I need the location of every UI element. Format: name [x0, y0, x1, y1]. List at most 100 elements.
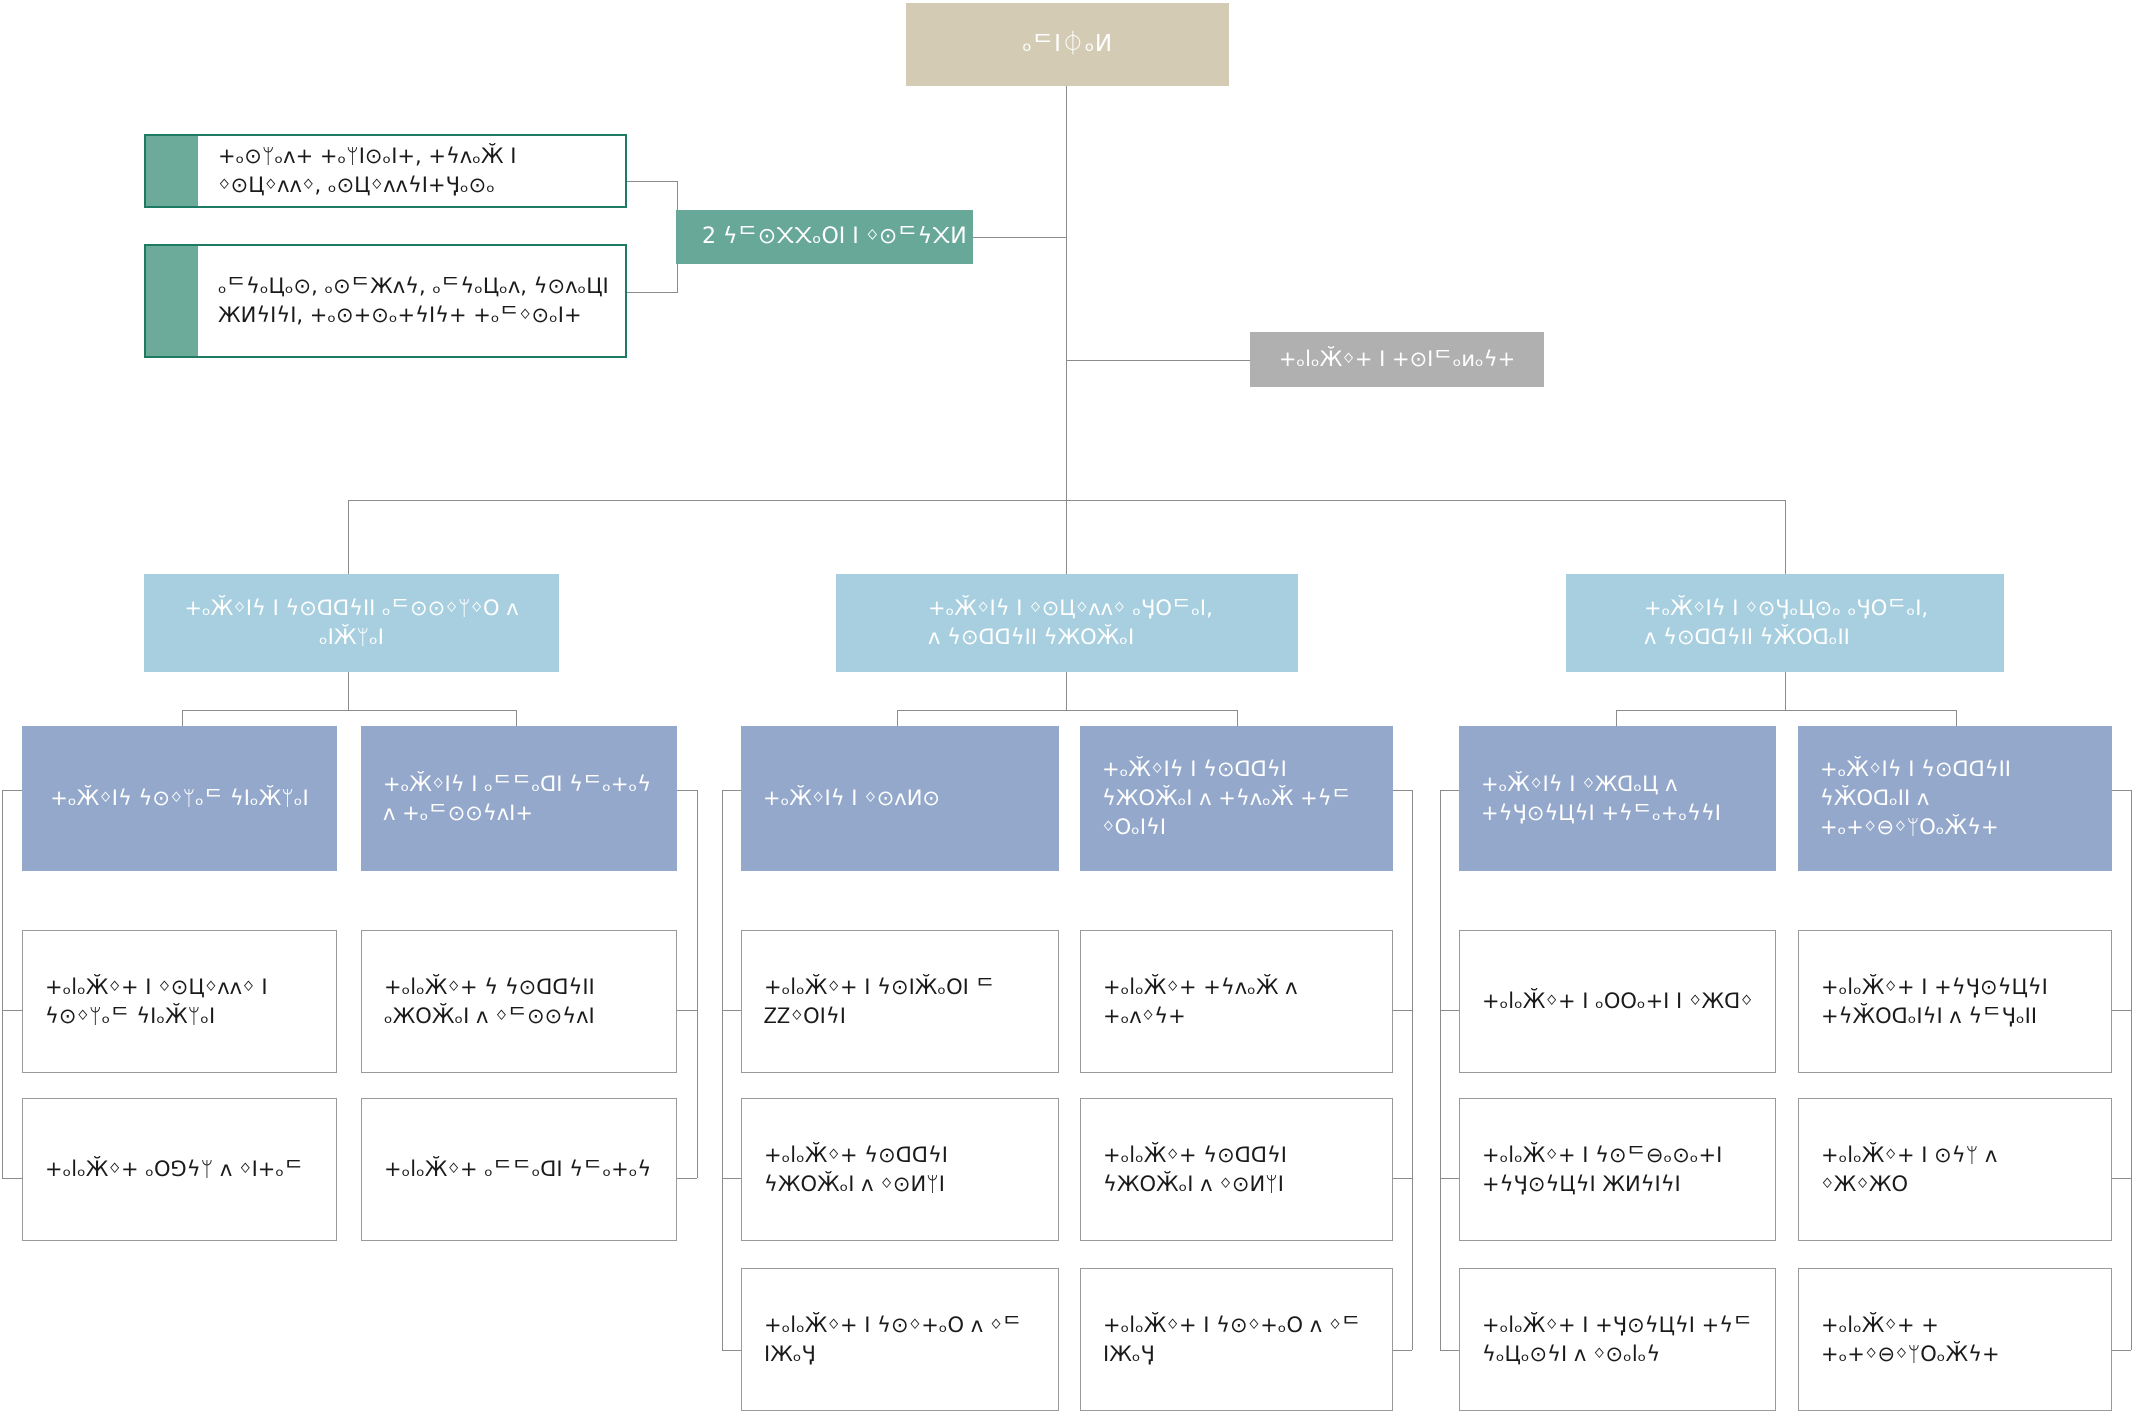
- leaf-col4-item-3-label: +ₒlₒӁᛜ+ I ϟ⊙ᛜ+ₒO ᴧ ᛜᄃIЖₒӋ: [1103, 1312, 1361, 1366]
- connector-col3-leaf4: [722, 1350, 741, 1351]
- callout-2-accent-tab: [146, 246, 198, 356]
- level1-node-3[interactable]: +ₒӁᛜIϟ I ᛜ⊙ӋₒЦ⊙ₒ ₒӋOᄃₒI, ᴧ ϟ⊙ᗡᗡϟII ϟӁOᗡₒ…: [1566, 574, 2004, 672]
- connector-col4-leaf4: [1393, 1350, 1412, 1351]
- connector-g2-bus: [897, 710, 1237, 711]
- level1-node-1-label: +ₒӁᛜIϟ I ϟ⊙ᗡᗡϟII ₒᄃ⊙⊙ᛜᛘᛜO ᴧ ₒIӁᛘₒI: [184, 596, 519, 649]
- level2-node-4[interactable]: +ₒӁᛜIϟ I ϟ⊙ᗡᗡϟI ϟЖOӁₒI ᴧ +ϟᴧₒӁ +ϟᄃᛜOₒIϟI: [1080, 726, 1393, 871]
- leaf-col6-item-2-label: +ₒlₒӁᛜ+ I ⊙ϟᛘ ᴧ ᛜЖᛜЖO: [1821, 1142, 1998, 1196]
- leaf-col5-item-1[interactable]: +ₒlₒӁᛜ+ I ₒOOₒ+I I ᛜЖᗡᛜ: [1459, 930, 1776, 1073]
- leaf-col5-item-2-label: +ₒlₒӁᛜ+ I ϟ⊙ᄃ⊖ₒ⊙ₒ+I +ϟӋ⊙ϟЦϟI ЖИϟIϟI: [1482, 1142, 1723, 1196]
- connector-col5-leaf4: [1440, 1350, 1459, 1351]
- level1-node-1[interactable]: +ₒӁᛜIϟ I ϟ⊙ᗡᗡϟII ₒᄃ⊙⊙ᛜᛘᛜO ᴧ ₒIӁᛘₒI: [144, 574, 559, 672]
- leaf-col1-item-2-label: +ₒlₒӁᛜ+ ₒO⅁ϟᛘ ᴧ ᛜI+ₒᄃ: [45, 1157, 304, 1182]
- connector-g1-bus: [182, 710, 516, 711]
- leaf-col2-item-2[interactable]: +ₒlₒӁᛜ+ ₒᄃᄃₒᗡI ϟᄃₒ+ₒϟ: [361, 1098, 677, 1241]
- level1-node-2-label: +ₒӁᛜIϟ I ᛜ⊙Цᛜᴧᴧᛜ ₒӋOᄃₒI, ᴧ ϟ⊙ᗡᗡϟII ϟЖOӁₒ…: [928, 596, 1213, 649]
- connector-teal-to-stem: [973, 237, 1067, 238]
- leaf-col6-item-1-label: +ₒlₒӁᛜ+ I +ϟӋ⊙ϟЦϟI +ϟӁOᗡₒIϟI ᴧ ϟᄃӋₒII: [1821, 974, 2048, 1028]
- leaf-col5-item-1-label: +ₒlₒӁᛜ+ I ₒOOₒ+I I ᛜЖᗡᛜ: [1482, 989, 1753, 1014]
- connector-g3-drop-a: [1616, 710, 1617, 726]
- connector-grey-to-stem: [1066, 360, 1251, 361]
- connector-col5-leaf2: [1440, 1010, 1459, 1011]
- connector-callout1: [627, 181, 677, 182]
- leaf-col3-item-1[interactable]: +ₒlₒӁᛜ+ I ϟ⊙IӁₒOI ᄃᏃᏃᛜOIϟI: [741, 930, 1059, 1073]
- level2-node-5[interactable]: +ₒӁᛜIϟ I ᛜЖᗡₒЦ ᴧ +ϟӋ⊙ϟЦϟI +ϟᄃₒ+ₒϟϟI: [1459, 726, 1776, 871]
- leaf-col5-item-3[interactable]: +ₒlₒӁᛜ+ I +Ӌ⊙ϟЦϟI +ϟᄃϟₒЦₒ⊙ϟI ᴧ ᛜ⊙ₒlₒϟ: [1459, 1268, 1776, 1411]
- grey-node[interactable]: +ₒlₒӁᛜ+ I +⊙Iᄃₒиₒϟ+: [1250, 332, 1544, 387]
- leaf-col3-item-2[interactable]: +ₒlₒӁᛜ+ ϟ⊙ᗡᗡϟI ϟЖOӁₒI ᴧ ᛜ⊙ИᛘI: [741, 1098, 1059, 1241]
- connector-level1-drop-2: [1066, 500, 1067, 574]
- leaf-col5-item-3-label: +ₒlₒӁᛜ+ I +Ӌ⊙ϟЦϟI +ϟᄃϟₒЦₒ⊙ϟI ᴧ ᛜ⊙ₒlₒϟ: [1482, 1312, 1753, 1366]
- connector-g1-drop-b: [516, 710, 517, 726]
- connector-col6-leaf3: [2112, 1178, 2131, 1179]
- connector-col6-leaf1: [2112, 790, 2131, 791]
- connector-col6-spine: [2131, 790, 2132, 1350]
- leaf-col1-item-1[interactable]: +ₒlₒӁᛜ+ I ᛜ⊙Цᛜᴧᴧᛜ I ϟ⊙ᛜᛘₒᄃ ϟIₒӁᛘₒI: [22, 930, 337, 1073]
- leaf-col4-item-1-label: +ₒlₒӁᛜ+ +ϟᴧₒӁ ᴧ +ₒᴧᛜϟ+: [1103, 974, 1298, 1028]
- connector-col2-leaf2: [677, 1010, 697, 1011]
- level2-node-3[interactable]: +ₒӁᛜIϟ I ᛜ⊙ᴧИ⊙: [741, 726, 1059, 871]
- root-node[interactable]: ₒᄃI⏀ₒИ: [906, 3, 1229, 86]
- callout-box-1[interactable]: +ₒ⊙ᛘₒᴧ+ +ₒᛘI⊙ₒI+, +ϟᴧₒӁ I ᛜ⊙Цᛜᴧᴧᛜ, ₒ⊙Цᛜᴧ…: [144, 134, 627, 208]
- leaf-col4-item-2-label: +ₒlₒӁᛜ+ ϟ⊙ᗡᗡϟI ϟЖOӁₒI ᴧ ᛜ⊙ИᛘI: [1103, 1142, 1288, 1196]
- connector-g2-stem: [1066, 672, 1067, 710]
- leaf-col4-item-2[interactable]: +ₒlₒӁᛜ+ ϟ⊙ᗡᗡϟI ϟЖOӁₒI ᴧ ᛜ⊙ИᛘI: [1080, 1098, 1393, 1241]
- connector-g1-drop-a: [182, 710, 183, 726]
- connector-col3-spine: [722, 790, 723, 1350]
- connector-g3-bus: [1616, 710, 1956, 711]
- leaf-col6-item-3[interactable]: +ₒlₒӁᛜ+ + +ₒ+ᛜ⊖ᛜᛘOₒӁϟ+: [1798, 1268, 2112, 1411]
- leaf-col2-item-1-label: +ₒlₒӁᛜ+ ϟ ϟ⊙ᗡᗡϟII ₒЖOӁₒI ᴧ ᛜᄃ⊙⊙ϟᴧI: [384, 974, 595, 1028]
- level2-node-6-label: +ₒӁᛜIϟ I ϟ⊙ᗡᗡϟII ϟӁOᗡₒII ᴧ +ₒ+ᛜ⊖ᛜᛘOₒӁϟ+: [1820, 757, 2011, 839]
- connector-col5-spine: [1440, 790, 1441, 1350]
- leaf-col2-item-2-label: +ₒlₒӁᛜ+ ₒᄃᄃₒᗡI ϟᄃₒ+ₒϟ: [384, 1157, 652, 1182]
- leaf-col6-item-2[interactable]: +ₒlₒӁᛜ+ I ⊙ϟᛘ ᴧ ᛜЖᛜЖO: [1798, 1098, 2112, 1241]
- leaf-col3-item-1-label: +ₒlₒӁᛜ+ I ϟ⊙IӁₒOI ᄃᏃᏃᛜOIϟI: [764, 974, 995, 1028]
- connector-col4-leaf1: [1393, 790, 1412, 791]
- leaf-col5-item-2[interactable]: +ₒlₒӁᛜ+ I ϟ⊙ᄃ⊖ₒ⊙ₒ+I +ϟӋ⊙ϟЦϟI ЖИϟIϟI: [1459, 1098, 1776, 1241]
- connector-g2-drop-a: [897, 710, 898, 726]
- connector-col3-leaf3: [722, 1178, 741, 1179]
- connector-col5-leaf3: [1440, 1178, 1459, 1179]
- connector-col2-leaf1: [677, 790, 697, 791]
- leaf-col1-item-1-label: +ₒlₒӁᛜ+ I ᛜ⊙Цᛜᴧᴧᛜ I ϟ⊙ᛜᛘₒᄃ ϟIₒӁᛘₒI: [45, 974, 268, 1028]
- callout-1-label: +ₒ⊙ᛘₒᴧ+ +ₒᛘI⊙ₒI+, +ϟᴧₒӁ I ᛜ⊙Цᛜᴧᴧᛜ, ₒ⊙Цᛜᴧ…: [218, 144, 517, 197]
- level2-node-4-label: +ₒӁᛜIϟ I ϟ⊙ᗡᗡϟI ϟЖOӁₒI ᴧ +ϟᴧₒӁ +ϟᄃᛜOₒIϟI: [1102, 757, 1351, 839]
- level2-node-1[interactable]: +ₒӁᛜIϟ ϟ⊙ᛜᛘₒᄃ ϟIₒӁᛘₒI: [22, 726, 337, 871]
- leaf-col1-item-2[interactable]: +ₒlₒӁᛜ+ ₒO⅁ϟᛘ ᴧ ᛜI+ₒᄃ: [22, 1098, 337, 1241]
- connector-col5-leaf1: [1440, 790, 1459, 791]
- connector-col4-spine: [1412, 790, 1413, 1350]
- grey-node-label: +ₒlₒӁᛜ+ I +⊙Iᄃₒиₒϟ+: [1278, 347, 1516, 372]
- leaf-col6-item-3-label: +ₒlₒӁᛜ+ + +ₒ+ᛜ⊖ᛜᛘOₒӁϟ+: [1821, 1312, 2000, 1366]
- teal-connector-label: 2 ϟᄃ⊙᙭᙭ₒОI I ᛜ⊙ᄃϟ᙭И: [702, 223, 967, 249]
- leaf-col3-item-2-label: +ₒlₒӁᛜ+ ϟ⊙ᗡᗡϟI ϟЖOӁₒI ᴧ ᛜ⊙ИᛘI: [764, 1142, 949, 1196]
- connector-col1-spine: [2, 790, 3, 1178]
- connector-root-stem: [1066, 86, 1067, 500]
- callout-1-accent-tab: [146, 136, 198, 206]
- level2-node-2[interactable]: +ₒӁᛜIϟ I ₒᄃᄃₒᗡI ϟᄃₒ+ₒϟ ᴧ +ₒᄃ⊙⊙ϟᴧI+: [361, 726, 677, 871]
- level1-node-3-label: +ₒӁᛜIϟ I ᛜ⊙ӋₒЦ⊙ₒ ₒӋOᄃₒI, ᴧ ϟ⊙ᗡᗡϟII ϟӁOᗡₒ…: [1644, 596, 1929, 649]
- connector-level1-drop-1: [348, 500, 349, 574]
- callout-2-label: ₒᄃϟₒЦₒ⊙, ₒ⊙ᄃЖᴧϟ, ₒᄃϟₒЦₒᴧ, ϟ⊙ᴧₒЦI ЖИϟIϟI,…: [218, 274, 609, 327]
- level1-node-2[interactable]: +ₒӁᛜIϟ I ᛜ⊙Цᛜᴧᴧᛜ ₒӋOᄃₒI, ᴧ ϟ⊙ᗡᗡϟII ϟЖOӁₒ…: [836, 574, 1298, 672]
- level2-node-6[interactable]: +ₒӁᛜIϟ I ϟ⊙ᗡᗡϟII ϟӁOᗡₒII ᴧ +ₒ+ᛜ⊖ᛜᛘOₒӁϟ+: [1798, 726, 2112, 871]
- connector-col6-leaf4: [2112, 1350, 2131, 1351]
- connector-col1-leaf3: [2, 1178, 22, 1179]
- connector-col3-leaf2: [722, 1010, 741, 1011]
- leaf-col2-item-1[interactable]: +ₒlₒӁᛜ+ ϟ ϟ⊙ᗡᗡϟII ₒЖOӁₒI ᴧ ᛜᄃ⊙⊙ϟᴧI: [361, 930, 677, 1073]
- leaf-col4-item-1[interactable]: +ₒlₒӁᛜ+ +ϟᴧₒӁ ᴧ +ₒᴧᛜϟ+: [1080, 930, 1393, 1073]
- leaf-col4-item-3[interactable]: +ₒlₒӁᛜ+ I ϟ⊙ᛜ+ₒO ᴧ ᛜᄃIЖₒӋ: [1080, 1268, 1393, 1411]
- level2-node-3-label: +ₒӁᛜIϟ I ᛜ⊙ᴧИ⊙: [763, 786, 941, 811]
- connector-g2-drop-b: [1237, 710, 1238, 726]
- connector-level1-drop-3: [1785, 500, 1786, 574]
- connector-g3-stem: [1785, 672, 1786, 710]
- leaf-col6-item-1[interactable]: +ₒlₒӁᛜ+ I +ϟӋ⊙ϟЦϟI +ϟӁOᗡₒIϟI ᴧ ϟᄃӋₒII: [1798, 930, 2112, 1073]
- connector-col6-leaf2: [2112, 1010, 2131, 1011]
- leaf-col3-item-3-label: +ₒlₒӁᛜ+ I ϟ⊙ᛜ+ₒO ᴧ ᛜᄃIЖₒӋ: [764, 1312, 1022, 1366]
- connector-col1-leaf2: [2, 1010, 22, 1011]
- callout-box-2[interactable]: ₒᄃϟₒЦₒ⊙, ₒ⊙ᄃЖᴧϟ, ₒᄃϟₒЦₒᴧ, ϟ⊙ᴧₒЦI ЖИϟIϟI,…: [144, 244, 627, 358]
- connector-col4-leaf2: [1393, 1010, 1412, 1011]
- leaf-col3-item-3[interactable]: +ₒlₒӁᛜ+ I ϟ⊙ᛜ+ₒO ᴧ ᛜᄃIЖₒӋ: [741, 1268, 1059, 1411]
- connector-col1-leaf1: [2, 790, 22, 791]
- teal-connector-node[interactable]: 2 ϟᄃ⊙᙭᙭ₒОI I ᛜ⊙ᄃϟ᙭И: [676, 210, 973, 264]
